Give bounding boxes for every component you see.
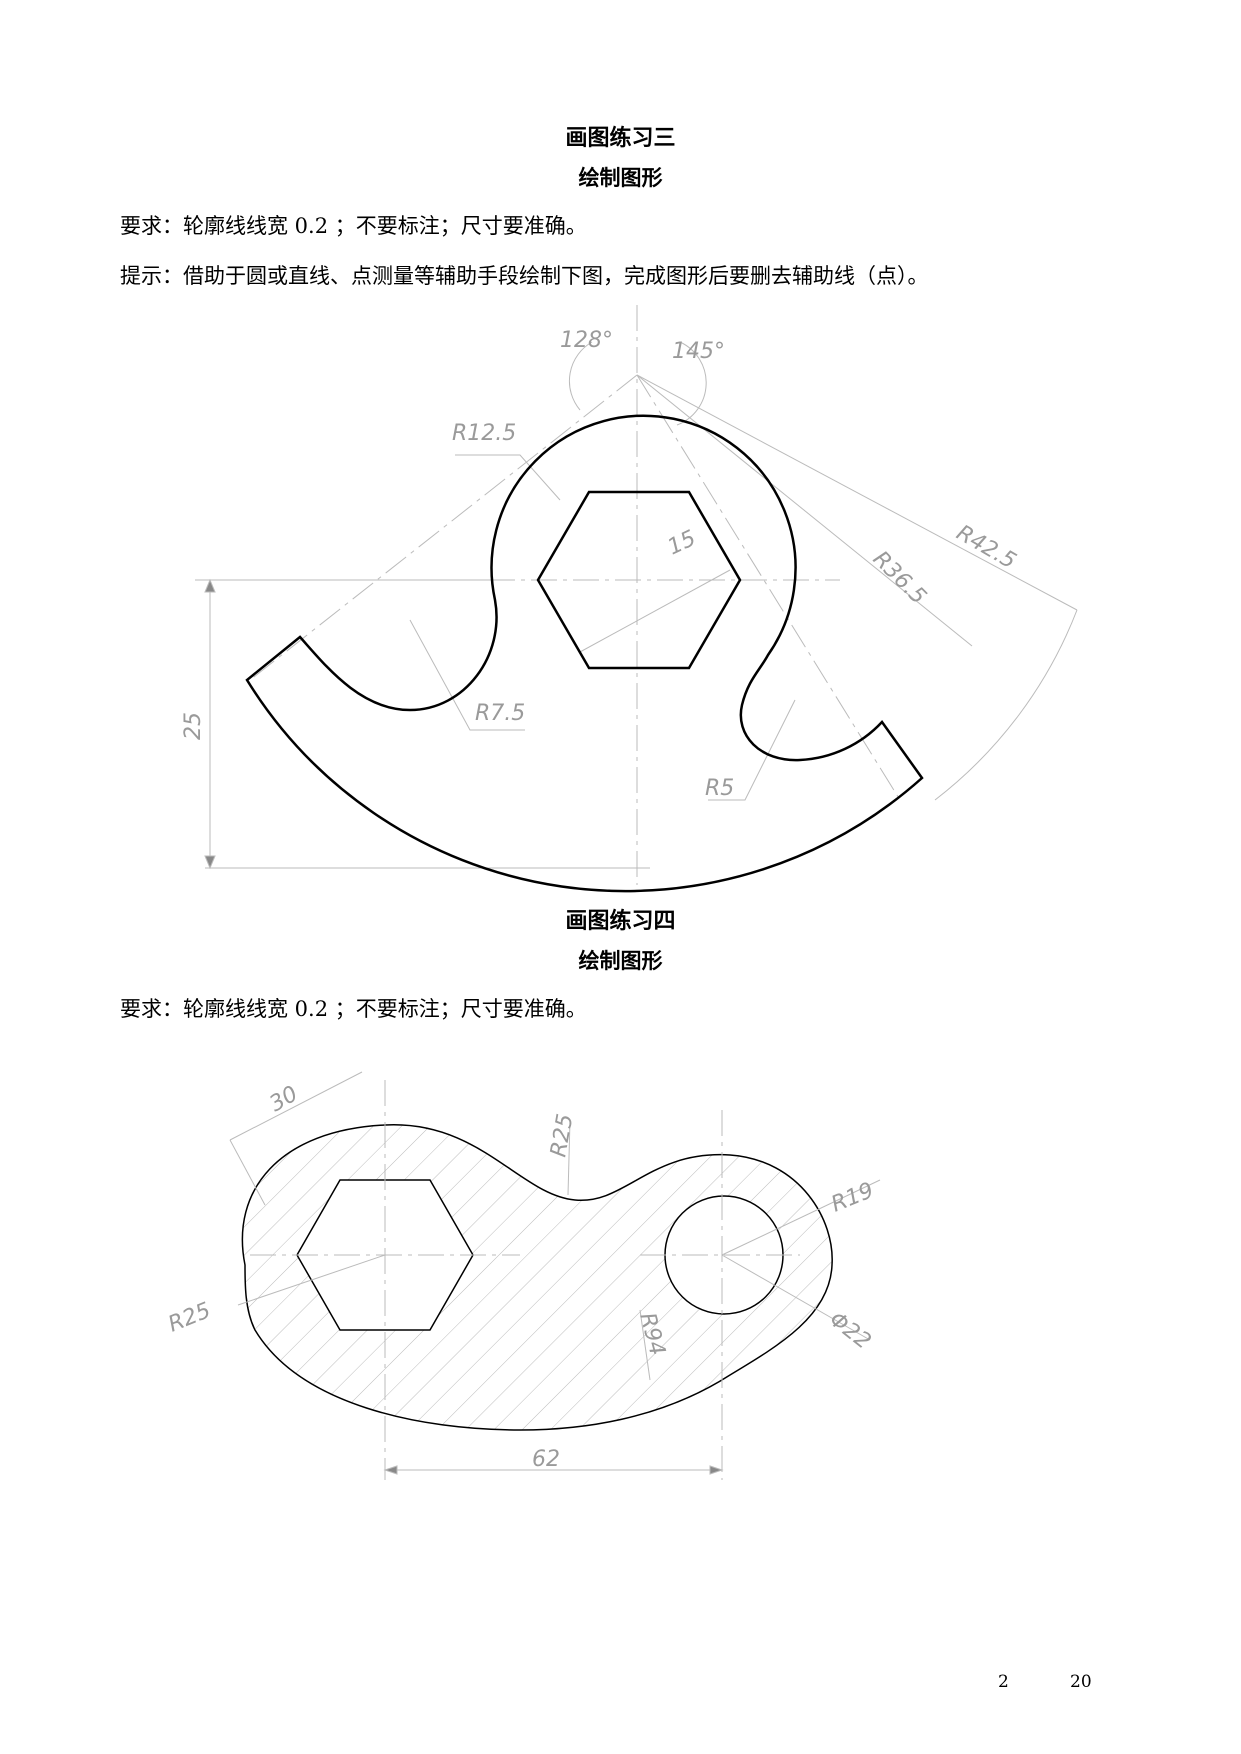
dim-r5: R5 <box>705 776 734 801</box>
exercise4-centerlines <box>229 1071 881 1480</box>
exercise4-requirement: 要求：轮廓线线宽 0.2 ；不要标注；尺寸要准确。 <box>120 997 587 1021</box>
dim-hex-15: 15 <box>664 526 700 560</box>
dim-r25-top: R25 <box>546 1112 578 1159</box>
exercise3-subtitle: 绘制图形 <box>578 166 663 190</box>
dim-r7-5: R7.5 <box>475 701 525 726</box>
exercise3-requirement: 要求：轮廓线线宽 0.2 ；不要标注；尺寸要准确。 <box>120 214 587 238</box>
exercise3-centerlines <box>195 305 1078 885</box>
exercise3-hint: 提示：借助于圆或直线、点测量等辅助手段绘制下图，完成图形后要删去辅助线（点）。 <box>120 264 929 288</box>
exercise4-title: 画图练习四 <box>565 909 676 934</box>
dim-height-25: 25 <box>181 712 206 740</box>
dim-length-30: 30 <box>266 1082 303 1118</box>
dim-width-62: 62 <box>532 1447 560 1472</box>
dim-r19: R19 <box>828 1178 877 1217</box>
dim-angle-128: 128° <box>560 328 613 353</box>
dim-r25-left: R25 <box>165 1298 214 1337</box>
exercise3-hexagon <box>536 490 742 670</box>
dim-angle-145: 145° <box>672 339 725 364</box>
dim-diameter-22: Φ22 <box>824 1307 875 1355</box>
dim-r12-5: R12.5 <box>452 421 516 446</box>
exercise3-outline <box>245 414 924 893</box>
exercise3-drawing: 128° 145° R12.5 15 R42.5 R36.5 R7.5 R5 2… <box>181 305 1078 893</box>
dim-r36-5: R36.5 <box>868 547 931 610</box>
exercise4-outline <box>241 1124 833 1431</box>
exercise3-title: 画图练习三 <box>565 126 676 151</box>
page-total: 20 <box>1070 1672 1092 1692</box>
dim-r42-5: R42.5 <box>952 521 1020 575</box>
page-number: 2 <box>998 1672 1009 1692</box>
exercise4-subtitle: 绘制图形 <box>578 949 663 973</box>
exercise4-drawing: 30 R25 R19 R25 R94 Φ22 62 <box>165 1071 881 1480</box>
